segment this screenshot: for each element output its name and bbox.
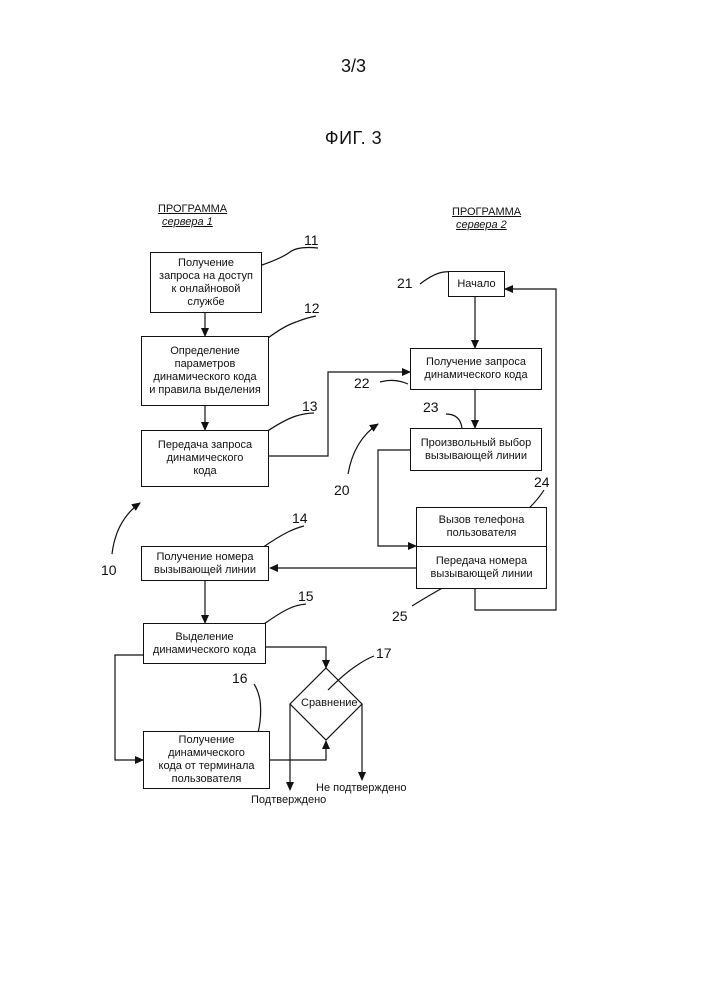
ref-number-21: 21 [397,275,413,291]
box-24-text: Вызов телефона пользователя [439,514,525,540]
box-13-send-code-request: Передача запроса динамического кода [141,430,269,487]
box-22-text: Получение запроса динамического кода [424,356,527,382]
ref-number-20: 20 [334,482,350,498]
box-21-text: Начало [457,278,495,291]
ref-number-10: 10 [101,562,117,578]
box-24-call-user-phone: Вызов телефона пользователя [416,507,547,547]
box-22-receive-code-request: Получение запроса динамического кода [410,348,542,390]
leader-11 [262,248,318,266]
leader-12 [268,316,316,338]
ref-number-13: 13 [302,398,318,414]
box-21-start: Начало [448,271,505,297]
box-25-text: Передача номера вызывающей линии [431,555,533,581]
box-25-send-line-number: Передача номера вызывающей линии [416,546,547,589]
box-23-text: Произвольный выбор вызывающей линии [421,437,532,463]
leader-22 [380,380,408,384]
ref-number-14: 14 [292,510,308,526]
ref-number-16: 16 [232,670,248,686]
box-16-text: Получение динамического кода от терминал… [159,734,255,786]
box-11-text: Получение запроса на доступ к онлайновой… [159,257,253,309]
ref-number-17: 17 [376,645,392,661]
ref-number-25: 25 [392,608,408,624]
ref-arrow-20 [348,424,378,474]
decision-label: Сравнение [301,697,358,709]
leader-21 [420,272,450,284]
leader-14 [262,526,304,548]
box-16-receive-code-from-terminal: Получение динамического кода от терминал… [143,731,270,789]
output-not-confirmed-label: Не подтверждено [316,782,406,794]
arrow-13-22 [267,372,410,456]
ref-number-23: 23 [423,399,439,415]
box-12-text: Определение параметров динамического код… [149,345,261,397]
box-14-text: Получение номера вызывающей линии [154,551,256,577]
box-13-text: Передача запроса динамического кода [158,439,252,478]
ref-number-22: 22 [354,375,370,391]
leader-16 [254,684,261,733]
arrow-15-16 [115,655,144,760]
leader-25 [412,586,446,606]
ref-arrow-10 [112,503,140,554]
box-23-random-line-selection: Произвольный выбор вызывающей линии [410,428,542,471]
ref-number-11: 11 [304,232,319,248]
leader-13 [266,413,314,432]
output-confirmed-label: Подтверждено [251,794,326,806]
ref-number-12: 12 [304,300,320,316]
box-11-request-access: Получение запроса на доступ к онлайновой… [150,252,262,313]
arrow-16-17 [270,741,326,760]
ref-number-24: 24 [534,474,550,490]
box-15-text: Выделение динамического кода [153,631,256,657]
ref-number-15: 15 [298,588,314,604]
box-14-receive-line-number: Получение номера вызывающей линии [141,546,269,581]
box-12-define-parameters: Определение параметров динамического код… [141,336,269,406]
leader-23 [446,414,462,428]
arrow-15-17 [266,647,326,668]
box-15-extract-code: Выделение динамического кода [143,623,266,664]
leader-15 [264,604,306,624]
